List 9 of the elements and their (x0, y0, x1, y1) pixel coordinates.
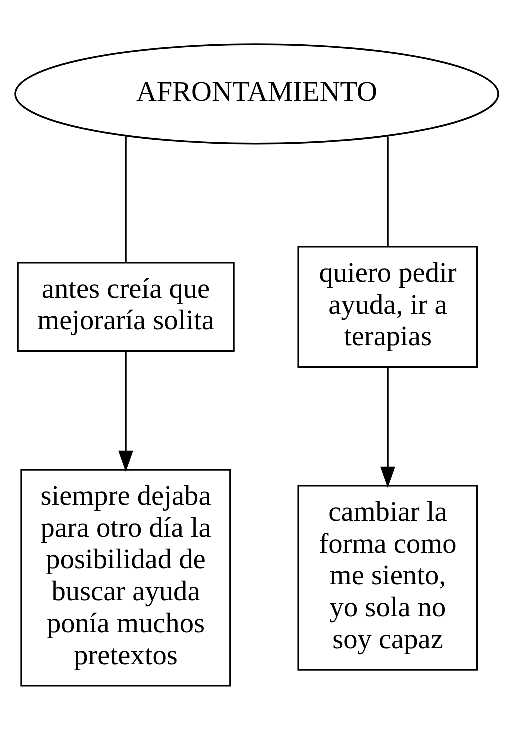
node-box: siempre dejaba para otro día la posibilidad de buscar ayuda ponía muchos pretextos (20, 469, 232, 687)
arrow (380, 368, 396, 488)
connector (387, 136, 389, 247)
arrow (118, 352, 134, 472)
connector (125, 136, 127, 262)
node-box: antes creía que mejoraría solita (17, 262, 235, 352)
node-ellipse: AFRONTAMIENTO (14, 44, 500, 145)
node-box: quiero pedir ayuda, ir a terapias (298, 246, 478, 368)
node-box: cambiar la forma como me siento, yo sola no soy capaz (298, 485, 478, 671)
